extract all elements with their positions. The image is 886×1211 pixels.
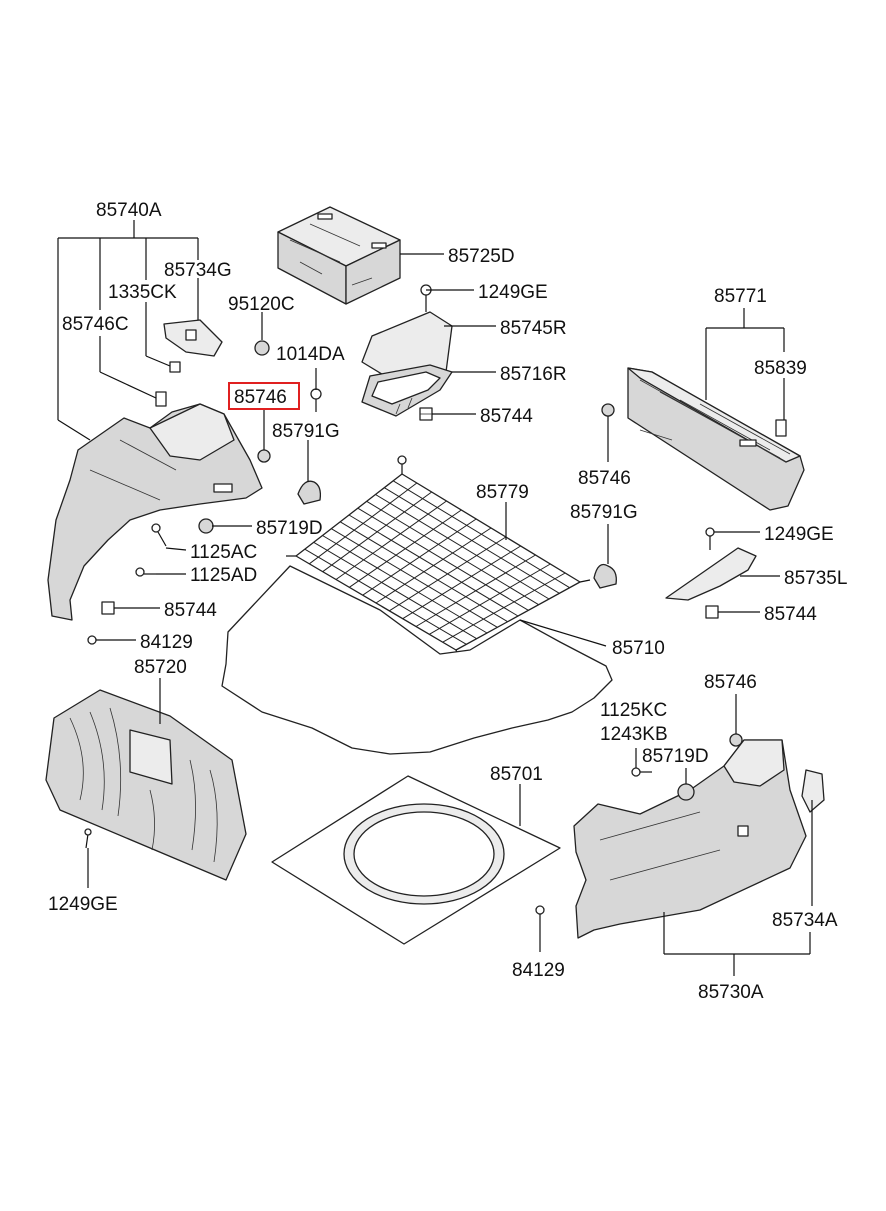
part-84129-plug-a xyxy=(87,635,97,645)
part-1249ge-screw-c xyxy=(705,527,715,550)
part-85719d-clip-a xyxy=(198,518,214,534)
part-1125kc-screw xyxy=(631,767,652,777)
label-85791g-right[interactable]: 85791G xyxy=(570,502,638,523)
part-85746-pin-right xyxy=(601,403,615,428)
label-85725d[interactable]: 85725D xyxy=(448,246,515,267)
label-1335ck[interactable]: 1335CK xyxy=(108,282,177,303)
label-1249ge-right[interactable]: 1249GE xyxy=(764,524,834,545)
label-1014da[interactable]: 1014DA xyxy=(276,344,345,365)
label-85719d-left[interactable]: 85719D xyxy=(256,518,323,539)
part-85746c-clip xyxy=(155,391,167,407)
label-85710[interactable]: 85710 xyxy=(612,638,665,659)
part-1125ad-screw xyxy=(135,567,156,577)
label-85771[interactable]: 85771 xyxy=(714,286,767,307)
part-85746-pin-highlighted xyxy=(257,449,271,463)
part-85744-clip-b xyxy=(419,407,433,421)
part-85716r-bracket xyxy=(361,364,453,417)
label-85744-center[interactable]: 85744 xyxy=(480,406,533,427)
part-85725d-box xyxy=(277,206,401,305)
label-85719d-right[interactable]: 85719D xyxy=(642,746,709,767)
label-85746c[interactable]: 85746C xyxy=(62,314,129,335)
part-85779-net xyxy=(286,455,591,663)
label-85746-highlighted[interactable]: 85746 xyxy=(234,387,287,408)
part-85744-clip-a xyxy=(101,601,115,615)
part-85719d-clip-b xyxy=(677,783,695,801)
label-85746-bottom-right[interactable]: 85746 xyxy=(704,672,757,693)
part-85735l-pad xyxy=(665,547,757,601)
label-1125kc[interactable]: 1125KC xyxy=(600,700,667,721)
label-84129-bottom[interactable]: 84129 xyxy=(512,960,565,981)
label-85791g-left[interactable]: 85791G xyxy=(272,421,340,442)
part-85734g-plate xyxy=(163,319,223,357)
label-1249ge-top[interactable]: 1249GE xyxy=(478,282,548,303)
label-85734g[interactable]: 85734G xyxy=(164,260,232,281)
part-85740a-side-trim xyxy=(47,403,263,621)
label-85716r[interactable]: 85716R xyxy=(500,364,567,385)
label-85720[interactable]: 85720 xyxy=(134,657,187,678)
label-95120c[interactable]: 95120C xyxy=(228,294,295,315)
leader-lines xyxy=(57,220,813,976)
label-85730a[interactable]: 85730A xyxy=(698,982,764,1003)
part-1125ac-screw xyxy=(151,523,167,547)
part-85710-mat xyxy=(221,565,613,755)
part-85771-trim xyxy=(627,367,805,511)
part-85734a-plate xyxy=(801,769,825,813)
label-1243kb[interactable]: 1243KB xyxy=(600,724,668,745)
part-85791g-hook-left xyxy=(297,480,322,505)
part-84129-plug-b xyxy=(535,905,545,915)
label-1249ge-bottom[interactable]: 1249GE xyxy=(48,894,118,915)
highlight-box xyxy=(228,382,300,410)
label-1125ac[interactable]: 1125AC xyxy=(190,542,257,563)
label-1125ad[interactable]: 1125AD xyxy=(190,565,257,586)
label-85744-left[interactable]: 85744 xyxy=(164,600,217,621)
label-85701[interactable]: 85701 xyxy=(490,764,543,785)
label-85779[interactable]: 85779 xyxy=(476,482,529,503)
part-95120c-fastener xyxy=(254,322,270,356)
part-85720-board xyxy=(45,689,247,881)
part-1335ck-clip xyxy=(169,361,181,373)
part-85701-board xyxy=(271,775,561,945)
label-85744-right[interactable]: 85744 xyxy=(764,604,817,625)
part-85730a-side-trim xyxy=(573,739,807,939)
part-1249ge-screw-b xyxy=(420,284,432,312)
label-85746-right[interactable]: 85746 xyxy=(578,468,631,489)
label-85740a[interactable]: 85740A xyxy=(96,200,162,221)
part-85839-clip xyxy=(775,419,787,437)
part-85791g-hook-right xyxy=(593,563,617,589)
part-1249ge-screw-a xyxy=(84,828,92,849)
label-85734a[interactable]: 85734A xyxy=(772,910,838,931)
label-84129-left[interactable]: 84129 xyxy=(140,632,193,653)
part-1014da-screw xyxy=(310,388,322,412)
label-85839[interactable]: 85839 xyxy=(754,358,807,379)
part-85746-pin-bottom xyxy=(729,733,743,747)
label-85735l[interactable]: 85735L xyxy=(784,568,847,589)
part-85744-clip-c xyxy=(705,605,719,619)
label-85745r[interactable]: 85745R xyxy=(500,318,567,339)
part-labels[interactable]: 85740A 85734G 1335CK 85746C 95120C 1014D… xyxy=(48,200,847,1003)
